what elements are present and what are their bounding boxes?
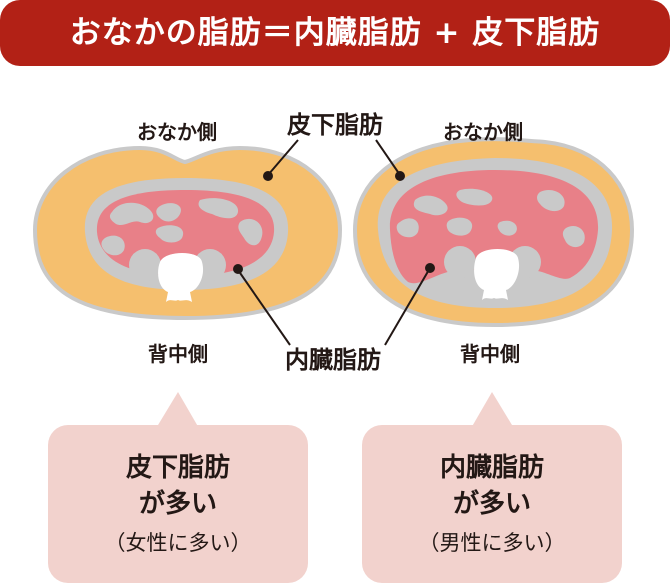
right-organ-6 xyxy=(562,225,585,248)
left-back-label: 背中側 xyxy=(148,342,208,366)
left-bubble-pointer xyxy=(155,392,200,430)
dot-visceral-right xyxy=(425,263,435,273)
dot-subcutaneous-left xyxy=(263,171,273,181)
title-banner xyxy=(0,0,670,66)
left-bubble-note: （女性に多い） xyxy=(104,531,252,555)
dot-subcutaneous-right xyxy=(395,171,405,181)
leader-visceral-left xyxy=(237,269,291,346)
right-organ-2 xyxy=(396,218,419,238)
left-organ-3 xyxy=(198,198,239,219)
callout-leaders xyxy=(237,139,431,346)
right-cross-section xyxy=(352,137,635,328)
left-spine xyxy=(158,253,204,302)
left-bubble-title-line2: が多い xyxy=(138,489,217,519)
right-back-label: 背中側 xyxy=(460,342,520,366)
right-front-label: おなか側 xyxy=(443,120,523,144)
visceral-fat-callout: 内臓脂肪 xyxy=(285,346,381,374)
left-bubble-title-line1: 皮下脂肪 xyxy=(125,453,230,483)
left-bubble: 皮下脂肪 が多い （女性に多い） xyxy=(48,425,308,583)
right-bubble: 内臓脂肪 が多い （男性に多い） xyxy=(362,425,622,583)
right-organ-7 xyxy=(497,220,517,236)
subcutaneous-fat-callout: 皮下脂肪 xyxy=(287,111,383,139)
right-spine xyxy=(474,249,520,300)
right-organ-4 xyxy=(446,217,473,236)
left-organ-6 xyxy=(155,225,184,243)
left-organ-5 xyxy=(101,235,125,256)
leader-visceral-right xyxy=(384,267,431,346)
left-organ-2 xyxy=(156,203,181,222)
left-cross-section xyxy=(32,145,343,321)
right-organ-3 xyxy=(456,188,493,206)
leader-subcutaneous-left xyxy=(267,139,299,176)
dot-visceral-left xyxy=(233,264,243,274)
callout-dots xyxy=(233,171,435,274)
right-bubble-note: （男性に多い） xyxy=(418,531,566,555)
banner-title: おなかの脂肪＝内臓脂肪 + 皮下脂肪 xyxy=(69,15,601,51)
right-bubble-title-line2: が多い xyxy=(452,489,531,519)
right-organ-5 xyxy=(537,189,565,212)
leader-subcutaneous-right xyxy=(375,139,401,176)
right-bubble-pointer xyxy=(470,392,515,430)
left-organ-4 xyxy=(238,218,263,246)
right-organ-1 xyxy=(413,195,448,216)
left-kidney-left xyxy=(129,249,161,281)
left-front-label: おなか側 xyxy=(137,120,217,144)
left-organ-1 xyxy=(109,202,154,226)
right-kidney-left xyxy=(444,246,476,278)
right-bubble-title-line1: 内臓脂肪 xyxy=(439,453,544,483)
